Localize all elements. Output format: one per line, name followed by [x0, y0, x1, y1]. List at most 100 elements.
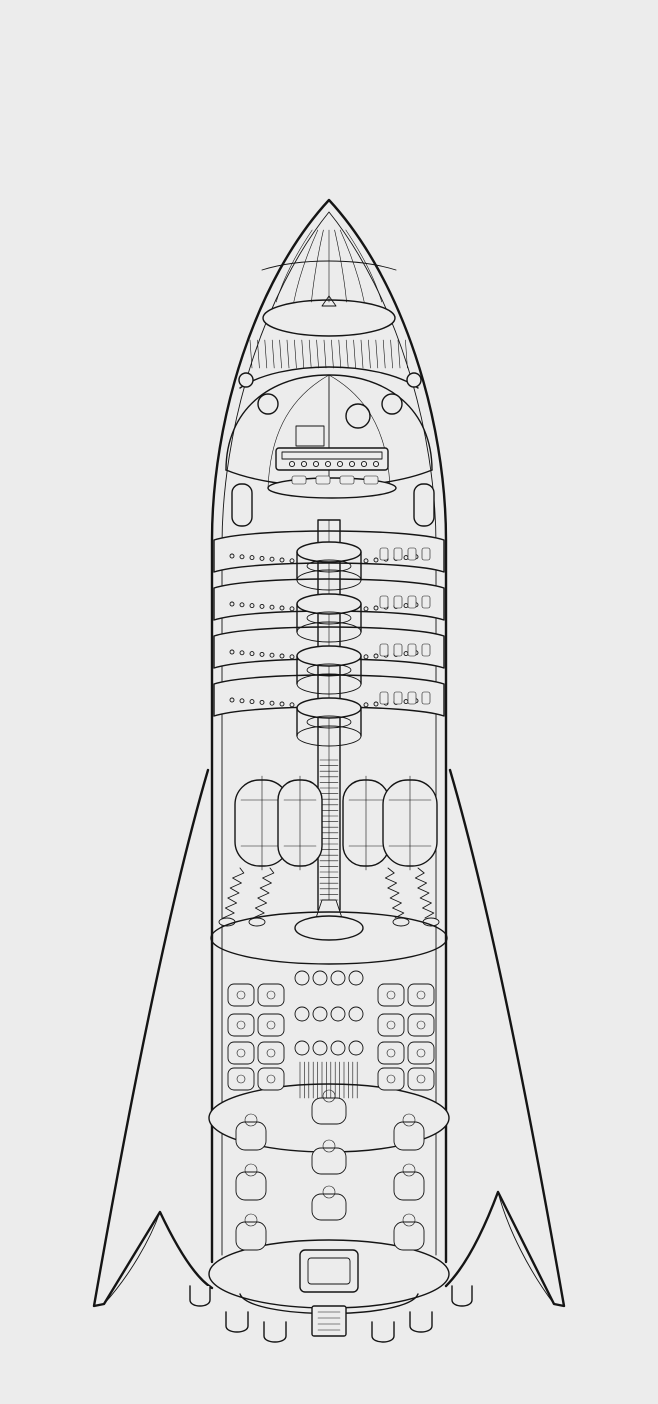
crew-dome — [225, 372, 433, 491]
cylinder-bottom — [296, 621, 362, 643]
fins — [92, 768, 566, 1308]
pod-dial — [266, 1048, 276, 1058]
pilot-seat — [363, 475, 379, 485]
cargo-pod — [257, 983, 285, 1007]
ring-porthole — [279, 701, 285, 707]
nose-hatch-line — [271, 339, 275, 369]
cylinder-bottom — [296, 725, 362, 747]
pod-dial — [386, 990, 396, 1000]
engine-pump — [235, 1121, 267, 1151]
engine-hatch-inner — [307, 1257, 351, 1285]
valve-cluster — [312, 970, 328, 986]
valve-cluster — [312, 1006, 328, 1022]
cargo-pod — [227, 1067, 255, 1091]
tube-base — [294, 915, 364, 941]
pod-dial — [266, 990, 276, 1000]
landing-pad — [263, 1321, 287, 1343]
ring-porthole — [249, 699, 255, 705]
cargo-pod — [227, 983, 255, 1007]
valve-cluster — [348, 1040, 364, 1056]
ring-porthole — [279, 605, 285, 611]
pod-dial — [236, 1048, 246, 1058]
pod-dial — [416, 1048, 426, 1058]
console-knob — [360, 460, 368, 468]
landing-pad — [189, 1285, 211, 1307]
central-tube — [296, 519, 362, 931]
dome-meridian-left — [267, 374, 330, 489]
nose-hatch-line — [316, 339, 319, 369]
cabin-module — [421, 595, 431, 609]
ring-porthole — [239, 650, 245, 656]
landing-pad — [451, 1285, 473, 1307]
console-knob — [288, 460, 296, 468]
ring-porthole — [259, 699, 265, 705]
cylinder-collar — [306, 611, 352, 625]
ring-porthole — [363, 702, 369, 708]
nose-rib — [275, 229, 313, 303]
landing-pad — [225, 1311, 249, 1333]
cabin-module — [393, 691, 403, 705]
cargo-pod — [377, 983, 405, 1007]
cylinder-collar — [306, 559, 352, 573]
ring-porthole — [373, 605, 379, 611]
cabin-module — [379, 643, 389, 657]
nose-beacon — [321, 295, 337, 307]
center-pump-cap — [322, 1185, 336, 1199]
cylinder-bottom — [296, 673, 362, 695]
ring-porthole — [363, 606, 369, 612]
center-pump — [311, 1097, 347, 1125]
strut-foot — [392, 917, 410, 927]
engine-hatch — [299, 1249, 359, 1293]
ring-porthole — [269, 652, 275, 658]
cargo-pod — [257, 1041, 285, 1065]
engine-pump — [393, 1171, 425, 1201]
nose-hatch-line — [345, 339, 349, 369]
cargo-pod — [407, 1041, 435, 1065]
cylinder-wall — [296, 551, 362, 581]
ring-porthole — [249, 555, 255, 561]
valve-cluster — [330, 1006, 346, 1022]
console-riser — [295, 425, 325, 447]
cargo-pod — [407, 1067, 435, 1091]
pod-dial — [416, 1020, 426, 1030]
pump-cap — [244, 1163, 258, 1177]
ring-porthole — [239, 698, 245, 704]
console-knob — [336, 460, 344, 468]
ring-porthole — [289, 558, 295, 564]
engine-pump — [235, 1171, 267, 1201]
cargo-pod — [227, 1013, 255, 1037]
cabin-module — [407, 547, 417, 561]
pilot-seat — [291, 475, 307, 485]
nose-hatch-line — [368, 339, 371, 369]
cylinder-bottom — [296, 569, 362, 591]
ring-porthole — [289, 654, 295, 660]
nose-hatch-line — [286, 339, 290, 369]
nose-cone — [239, 229, 419, 389]
pump-cap — [402, 1213, 416, 1227]
hatch-right — [413, 483, 435, 527]
habitat-rings — [213, 530, 445, 717]
nose-hatch-line — [390, 339, 393, 369]
cabin-module — [407, 643, 417, 657]
cylinder-top — [296, 697, 362, 719]
dome-meridian-right — [328, 374, 391, 489]
nose-rib — [339, 229, 365, 303]
pilot-seat — [315, 475, 331, 485]
pod-dial — [416, 1074, 426, 1084]
engine-pump — [393, 1121, 425, 1151]
nose-hatch-line — [397, 339, 401, 369]
nose-hatch-line — [323, 339, 327, 369]
valve-cluster — [348, 970, 364, 986]
hull-outline — [210, 198, 448, 1264]
ring-porthole — [259, 651, 265, 657]
ring-porthole — [363, 654, 369, 660]
ring-porthole — [269, 604, 275, 610]
valve-cluster — [330, 970, 346, 986]
cabin-module — [393, 595, 403, 609]
center-pump-cap — [322, 1139, 336, 1153]
pod-dial — [266, 1020, 276, 1030]
ring-porthole — [269, 700, 275, 706]
ring-porthole — [373, 653, 379, 659]
pump-cap — [244, 1113, 258, 1127]
cabin-module — [421, 643, 431, 657]
